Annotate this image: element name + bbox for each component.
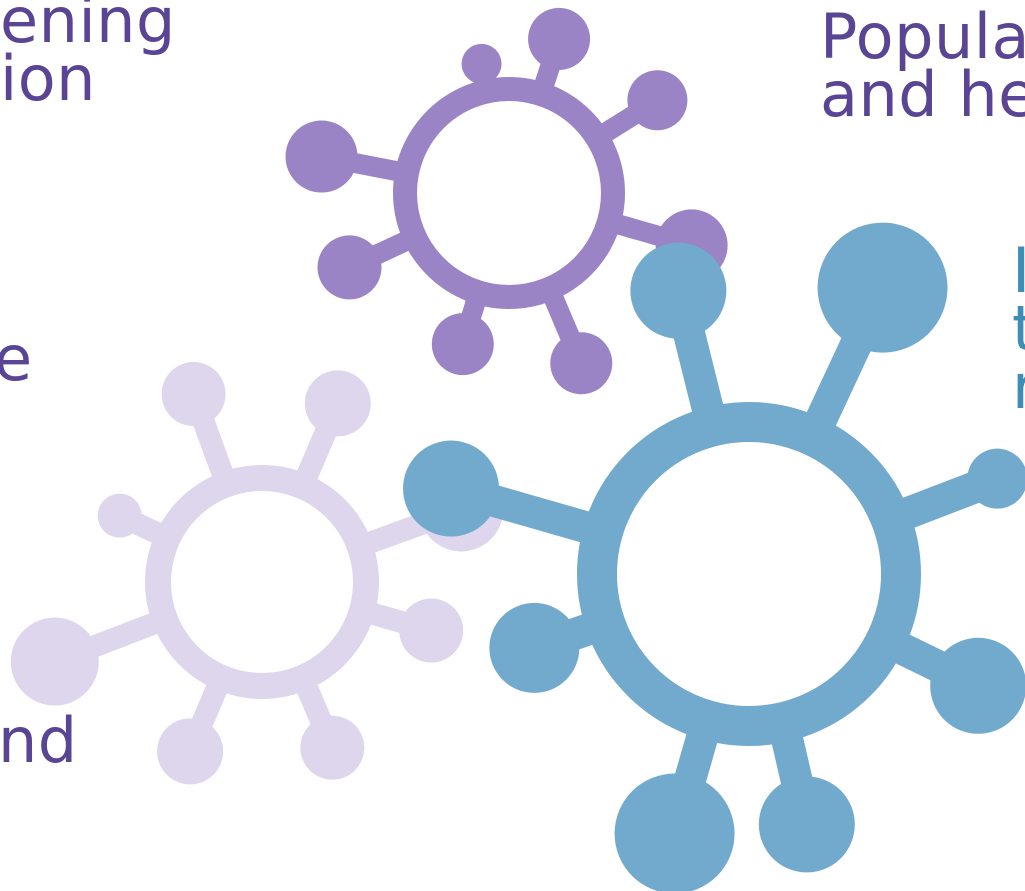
virus-spike-tip [630,242,727,339]
virus-body [393,77,625,309]
virus-icon-lavender [10,362,504,785]
text-fragment-right-mid: I t r [1012,234,1025,418]
virus-spike-tip [97,493,142,538]
text-fragment-left-bottom: nd [0,704,78,777]
text-fragment-left-mid: e [0,322,33,395]
virus-spike-tip [317,235,382,300]
virus-spike-tip [285,120,358,193]
virus-spike-tip [550,332,613,395]
virus-spike-tip [399,598,464,663]
virus-spike-tip [627,70,688,131]
virus-spike-tip [10,617,99,706]
virus-body [577,402,921,746]
virus-spike-tip [930,637,1025,734]
virus-spike-tip [161,362,226,427]
text-line: r [1012,356,1025,418]
virus-spike-tip [403,440,500,537]
virus-spike-tip [967,448,1025,509]
virus-body [145,465,379,699]
virus-spike-tip [817,222,948,353]
text-fragment-top-left: ening ion [0,0,176,115]
text-line: ion [0,42,96,115]
text-line: I [1012,234,1025,307]
virus-icon-purple [285,7,728,395]
text-fragment-top-right: Popula and he [820,0,1025,131]
virus-spike-tip [304,370,371,437]
virus-icon-blue [403,222,1025,891]
text-line: e [0,322,33,395]
virus-spike-tip [300,715,365,780]
text-line: nd [0,704,78,777]
text-line: and he [820,58,1025,131]
virus-spike-tip [431,313,494,376]
text-line: t [1012,292,1025,365]
virus-spike-tip [528,7,591,70]
text-line: ening [0,0,176,57]
virus-spike-tip [461,43,502,84]
virus-spike-tip [157,718,224,785]
virus-spike-tip [489,602,580,693]
virus-spike-tip [614,773,735,891]
virus-spike-tip [758,776,855,873]
text-line: Popula [820,0,1025,73]
